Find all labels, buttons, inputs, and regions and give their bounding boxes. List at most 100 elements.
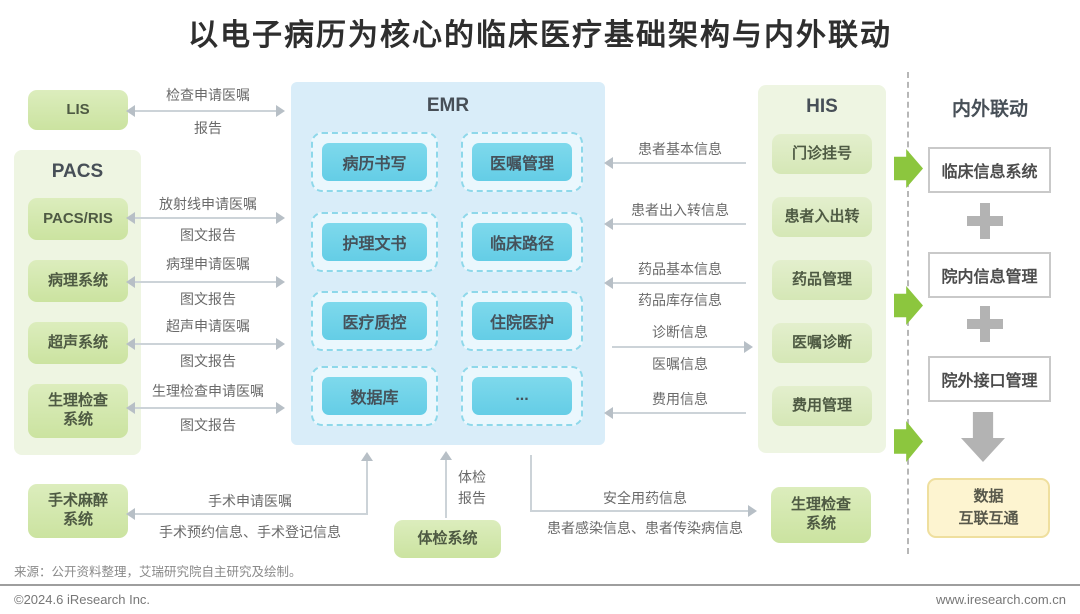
physio-exam-box: 生理检查系统 (28, 384, 128, 438)
diagnosis-info-label: 诊断信息 (652, 324, 708, 340)
his-admission-label: 患者入出转 (784, 207, 860, 225)
his-fee-box: 费用管理 (772, 386, 872, 426)
ultrasound-request-label: 超声申请医嘱 (166, 318, 250, 334)
ultrasound-label: 超声系统 (47, 333, 108, 351)
emr-module-frame: 数据库 (311, 366, 438, 426)
drug-info-line (612, 282, 746, 284)
emr-module-order-management: 医嘱管理 (472, 143, 572, 181)
diagnosis-order-line (612, 346, 746, 348)
emr-module-frame: 医嘱管理 (461, 132, 583, 192)
lis-arrow-request-label: 检查申请医嘱 (166, 87, 250, 103)
physio-request-label: 生理检查申请医嘱 (152, 383, 264, 399)
source-note: 来源：公开资料整理，艾瑞研究院自主研究及绘制。 (14, 565, 302, 579)
green-chevron-icon (894, 286, 923, 325)
hospital-info-mgmt-box: 院内信息管理 (928, 252, 1051, 298)
arrowhead-left-icon (604, 218, 613, 230)
arrowhead-right-icon (744, 341, 753, 353)
infection-info-label: 患者感染信息、患者传染病信息 (547, 520, 743, 536)
linkage-title: 内外联动 (951, 99, 1028, 120)
surgery-connector-hline (133, 513, 368, 515)
emr-module-clinical-pathway: 临床路径 (472, 223, 572, 261)
arrowhead-right-icon (276, 402, 285, 414)
patient-basic-info-line (612, 162, 746, 164)
lis-arrow-line (134, 110, 278, 112)
arrowhead-left-icon (126, 105, 135, 117)
physio-system-bottom-box: 生理检查系统 (771, 487, 871, 543)
safety-connector-vline (530, 455, 532, 512)
ultrasound-arrow-line (134, 343, 278, 345)
clinical-info-system-box: 临床信息系统 (928, 147, 1051, 193)
arrowhead-left-icon (604, 157, 613, 169)
his-order-diagnosis-label: 医嘱诊断 (791, 333, 852, 351)
checkup-report-label-line1: 体检 (458, 469, 486, 485)
his-drug-label: 药品管理 (791, 270, 852, 288)
physio-report-label: 图文报告 (180, 417, 236, 433)
pacs-ris-box: PACS/RIS (28, 198, 128, 240)
emr-module-record-writing: 病历书写 (322, 143, 427, 181)
arrowhead-up-icon (440, 451, 452, 460)
arrowhead-right-icon (276, 105, 285, 117)
emr-module-inpatient-care: 住院医护 (472, 302, 572, 340)
emr-module-frame: 病历书写 (311, 132, 438, 192)
emr-module-database: 数据库 (322, 377, 427, 415)
his-fee-label: 费用管理 (791, 396, 852, 414)
his-outpatient-box: 门诊挂号 (772, 134, 872, 174)
fee-info-line (612, 412, 746, 414)
clinical-info-system-label: 临床信息系统 (941, 164, 1038, 181)
hospital-info-mgmt-label: 院内信息管理 (941, 269, 1038, 286)
his-outpatient-label: 门诊挂号 (791, 144, 852, 162)
copyright-text: ©2024.6 iResearch Inc. (14, 592, 151, 607)
website-link[interactable]: www.iresearch.com.cn (935, 592, 1066, 607)
page-title: 以电子病历为核心的临床医疗基础架构与内外联动 (188, 19, 892, 52)
safety-connector-hline (530, 510, 750, 512)
data-interconnect-line2: 互联互通 (958, 510, 1019, 527)
external-interface-box: 院外接口管理 (928, 356, 1051, 402)
drug-stock-info-label: 药品库存信息 (638, 292, 722, 308)
footer-divider (0, 584, 1080, 586)
arrowhead-right-icon (276, 338, 285, 350)
arrowhead-left-icon (604, 277, 613, 289)
his-admission-box: 患者入出转 (772, 197, 872, 237)
pacs-ris-label: PACS/RIS (43, 209, 113, 227)
surgery-request-label: 手术申请医嘱 (208, 493, 292, 509)
lis-arrow-report-label: 报告 (194, 120, 222, 136)
his-drug-box: 药品管理 (772, 260, 872, 300)
emr-module-quality-control: 医疗质控 (322, 302, 427, 340)
emr-module-frame: 住院医护 (461, 291, 583, 351)
lis-box: LIS (28, 90, 128, 130)
arrowhead-left-icon (126, 402, 135, 414)
checkup-system-label: 体检系统 (417, 529, 478, 547)
radiology-arrow-line (134, 217, 278, 219)
radiology-request-label: 放射线申请医嘱 (159, 196, 257, 212)
drug-basic-info-label: 药品基本信息 (638, 261, 722, 277)
data-interconnect-box: 数据 互联互通 (927, 478, 1050, 538)
order-info-label: 医嘱信息 (652, 356, 708, 372)
patient-transfer-info-label: 患者出入转信息 (631, 202, 729, 218)
arrowhead-up-icon (361, 452, 373, 461)
checkup-connector-vline (445, 459, 447, 518)
emr-module-nursing-docs: 护理文书 (322, 223, 427, 261)
patient-transfer-info-line (612, 223, 746, 225)
his-order-diagnosis-box: 医嘱诊断 (772, 323, 872, 363)
surgery-booking-label: 手术预约信息、手术登记信息 (159, 524, 341, 540)
green-chevron-icon (894, 421, 923, 462)
ultrasound-report-label: 图文报告 (180, 353, 236, 369)
safe-medication-label: 安全用药信息 (603, 490, 687, 506)
physio-system-bottom-label: 生理检查系统 (790, 496, 851, 532)
emr-title: EMR (426, 95, 470, 116)
gray-down-arrow-icon (961, 412, 1005, 462)
physio-arrow-line (134, 407, 278, 409)
ultrasound-box: 超声系统 (28, 322, 128, 364)
external-interface-label: 院外接口管理 (941, 373, 1038, 390)
green-chevron-icon (894, 149, 923, 188)
data-interconnect-line1: 数据 (973, 488, 1004, 506)
plus-icon (967, 203, 1003, 239)
checkup-system-box: 体检系统 (394, 520, 501, 558)
checkup-report-label-line2: 报告 (458, 490, 486, 506)
surgery-anesthesia-box: 手术麻醉系统 (28, 484, 128, 538)
physio-exam-label: 生理检查系统 (47, 392, 108, 428)
lis-label: LIS (66, 100, 90, 118)
surgery-anesthesia-label: 手术麻醉系统 (47, 492, 108, 528)
arrowhead-right-icon (276, 276, 285, 288)
